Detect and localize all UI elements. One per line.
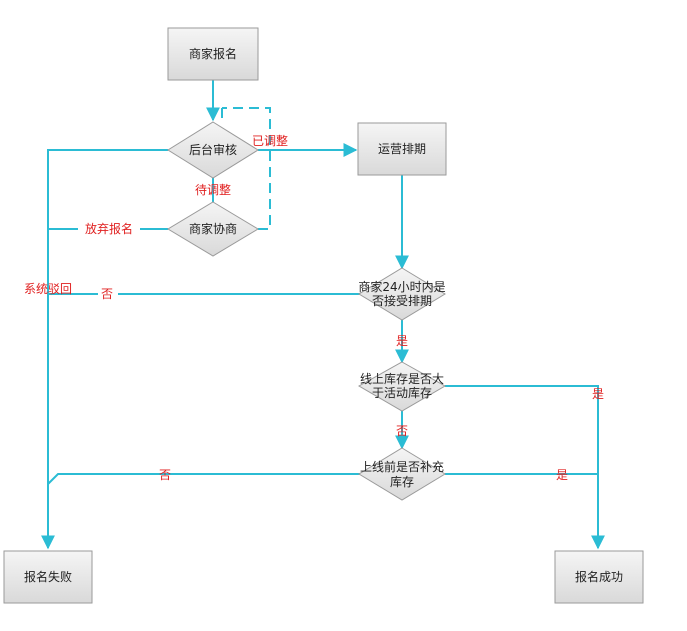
signup-success-text: 报名成功 (575, 569, 623, 584)
label-yes-stock: 是 (592, 387, 604, 401)
merchant-signup-text: 商家报名 (189, 46, 237, 61)
node-ops-scheduling (357, 122, 447, 176)
accept-schedule-text-line2: 否接受排期 (372, 293, 432, 308)
label-yes-accept: 是 (396, 334, 408, 348)
node-backend-review (167, 121, 259, 179)
label-pending-adjust: 待调整 (195, 182, 231, 197)
label-no-stock: 否 (396, 424, 408, 438)
connectors (41, 80, 605, 550)
node-accept-schedule (358, 267, 446, 321)
node-restock-check (358, 447, 446, 501)
restock-text-line1: 上线前是否补充 (360, 459, 444, 474)
label-no-accept: 否 (101, 287, 113, 301)
edge-negotiation-loop-dashed (222, 107, 271, 230)
backend-review-text: 后台审核 (189, 142, 237, 157)
ops-scheduling-text: 运营排期 (378, 142, 426, 156)
node-merchant-negotiation (167, 201, 259, 257)
node-merchant-signup (167, 27, 259, 81)
edge-decision2-yes (445, 385, 605, 550)
node-online-stock-check (357, 361, 447, 412)
edge-decision3-no (47, 473, 360, 485)
label-adjusted: 已调整 (252, 133, 288, 148)
node-signup-failed (3, 550, 93, 604)
label-yes-restock: 是 (556, 468, 568, 482)
restock-text-line2: 库存 (390, 474, 414, 489)
signup-failed-text: 报名失败 (24, 569, 72, 584)
stock-check-text-line1: 线上库存是否大 (360, 371, 444, 386)
merchant-negotiation-text: 商家协商 (189, 221, 237, 236)
node-signup-success (554, 550, 644, 604)
label-no-restock: 否 (159, 468, 171, 482)
stock-check-text-line2: 于活动库存 (372, 385, 432, 400)
edge-system-reject (41, 149, 168, 550)
label-give-up-signup: 放弃报名 (85, 221, 133, 236)
label-system-reject: 系统驳回 (24, 282, 72, 296)
accept-schedule-text-line1: 商家24小时内是 (358, 279, 445, 294)
